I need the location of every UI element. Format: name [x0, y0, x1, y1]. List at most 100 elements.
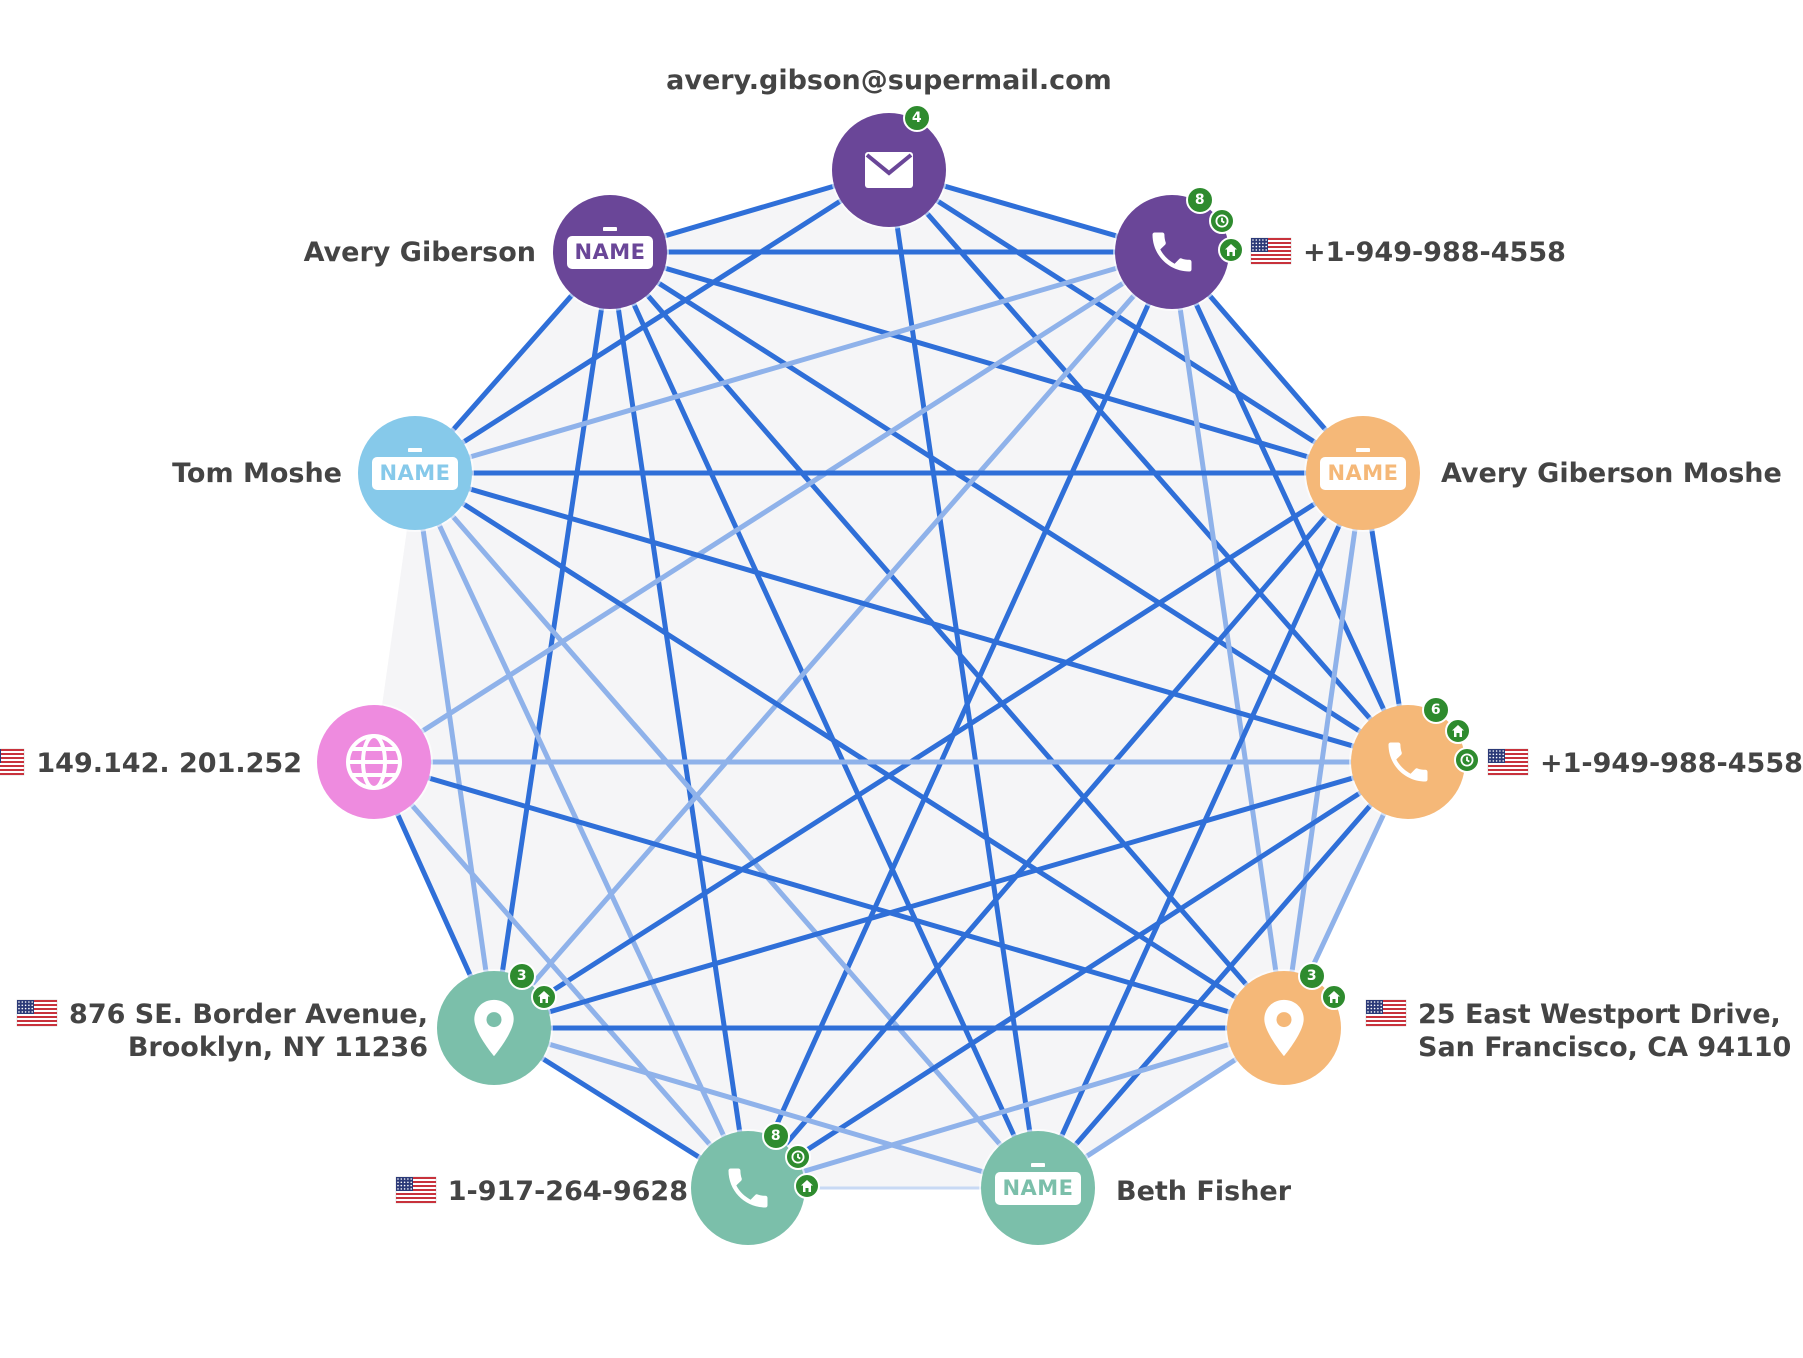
node-name-beth-fisher[interactable]: NAME [981, 1131, 1095, 1245]
home-icon [1217, 236, 1244, 263]
edge-name_agm-addr_sf[interactable] [1281, 470, 1366, 1031]
clock-icon [785, 1143, 812, 1170]
clock-icon [1209, 207, 1236, 234]
edge-email-name_agm[interactable] [886, 167, 1366, 476]
card-tab [1355, 448, 1370, 452]
label-ip-address: 149.142. 201.252 [0, 747, 302, 780]
edge-name_agm-addr_bk[interactable] [491, 470, 1366, 1031]
edge-name_tom-phone3[interactable] [412, 470, 751, 1191]
edge-ip-addr_sf[interactable] [371, 759, 1287, 1031]
edge-phone1-phone2[interactable] [1169, 249, 1411, 765]
phone-icon [1382, 736, 1434, 788]
label-address-sf-line-1: 25 East Westport Drive, [1365, 998, 1791, 1031]
node-name-tom-moshe[interactable]: NAME [358, 416, 472, 530]
label-phone-1: +1-949-988-4558 [1250, 236, 1566, 269]
label-name-avery-giberson-moshe: Avery Giberson Moshe [1441, 457, 1782, 490]
network-background-shape [374, 170, 1408, 1188]
node-name-avery-giberson[interactable]: NAME [553, 195, 667, 309]
edge-phone1-addr_sf[interactable] [1169, 249, 1287, 1031]
us-flag-icon [16, 999, 58, 1026]
edge-name_tom-addr_bk[interactable] [412, 470, 497, 1031]
edge-phone2-phone3[interactable] [745, 759, 1411, 1191]
edge-name_agm-name_beth[interactable] [1035, 470, 1366, 1191]
count-badge: 3 [507, 961, 536, 990]
label-name-avery-giberson-moshe-text: Avery Giberson Moshe [1441, 458, 1782, 489]
name-card-text: NAME [379, 460, 451, 485]
label-name-beth-fisher: Beth Fisher [1116, 1175, 1291, 1208]
label-address-brooklyn: 876 SE. Border Avenue, Brooklyn, NY 1123… [16, 998, 428, 1064]
phone-icon [722, 1162, 774, 1214]
label-phone-2-text: +1-949-988-4558 [1540, 748, 1803, 779]
label-name-avery-giberson: Avery Giberson [304, 236, 536, 269]
edge-name_agm-phone3[interactable] [745, 470, 1366, 1191]
label-phone-3: 1-917-264-9628 [395, 1175, 688, 1208]
label-email: avery.gibson@supermail.com [666, 64, 1112, 97]
node-address-san-francisco[interactable]: 3 [1227, 961, 1348, 1085]
globe-icon [344, 732, 404, 792]
edge-email-phone2[interactable] [886, 167, 1411, 765]
label-phone-1-text: +1-949-988-4558 [1303, 237, 1566, 268]
edge-addr_sf-phone3[interactable] [745, 1025, 1287, 1191]
name-card-icon: NAME [567, 226, 653, 269]
name-card-icon: NAME [995, 1162, 1081, 1205]
label-name-beth-fisher-text: Beth Fisher [1116, 1176, 1292, 1207]
name-card-icon: NAME [372, 447, 458, 490]
edge-phone1-addr_bk[interactable] [491, 249, 1175, 1031]
edge-name_ag-phone2[interactable] [607, 249, 1411, 765]
count-badge: 6 [1421, 695, 1450, 724]
name-card-text: NAME [1327, 460, 1399, 485]
phone-icon [1146, 226, 1198, 278]
label-name-tom-moshe: Tom Moshe [172, 457, 342, 490]
node-phone-2[interactable]: 6 [1351, 695, 1480, 819]
us-flag-icon [395, 1176, 437, 1203]
label-phone-3-text: 1-917-264-9628 [447, 1176, 688, 1207]
count-badge: 8 [1185, 185, 1214, 214]
node-phone-3[interactable]: 8 [691, 1121, 820, 1245]
edge-ip-phone3[interactable] [371, 759, 751, 1191]
label-address-bk-line-1: 876 SE. Border Avenue, [16, 998, 428, 1031]
edge-phone2-name_beth[interactable] [1035, 759, 1411, 1191]
card-tab [1030, 1163, 1045, 1167]
node-ip-address[interactable] [317, 705, 431, 819]
us-flag-icon [0, 748, 25, 775]
edge-name_ag-name_beth[interactable] [607, 249, 1041, 1191]
count-badge: 4 [902, 103, 931, 132]
label-name-avery-giberson-text: Avery Giberson [303, 237, 536, 268]
location-pin-icon [471, 998, 517, 1058]
edge-phone1-name_tom[interactable] [412, 249, 1175, 476]
node-name-avery-giberson-moshe[interactable]: NAME [1306, 416, 1420, 530]
label-ip-address-text: 149.142. 201.252 [36, 748, 302, 779]
name-card-icon: NAME [1320, 447, 1406, 490]
edge-phone2-addr_bk[interactable] [491, 759, 1411, 1031]
count-badge: 8 [761, 1121, 790, 1150]
edge-name_tom-phone2[interactable] [412, 470, 1411, 765]
envelope-icon [864, 151, 914, 189]
home-icon [1321, 983, 1348, 1010]
count-badge: 3 [1297, 961, 1326, 990]
clock-icon [1453, 746, 1480, 773]
node-phone-1[interactable]: 8 [1115, 185, 1244, 309]
edge-name_ag-name_agm[interactable] [607, 249, 1366, 476]
node-address-brooklyn[interactable]: 3 [437, 961, 558, 1085]
edge-phone1-ip[interactable] [371, 249, 1175, 765]
edge-addr_bk-name_beth[interactable] [491, 1025, 1041, 1191]
label-address-san-francisco: 25 East Westport Drive, San Francisco, C… [1365, 998, 1792, 1064]
us-flag-icon [1487, 748, 1529, 775]
label-email-text: avery.gibson@supermail.com [666, 65, 1112, 96]
label-address-bk-line-2: Brooklyn, NY 11236 [127, 1032, 428, 1063]
us-flag-icon [1250, 237, 1292, 264]
home-icon [531, 983, 558, 1010]
name-card-text: NAME [574, 239, 646, 264]
name-card-text: NAME [1002, 1175, 1074, 1200]
us-flag-icon [1365, 999, 1407, 1026]
label-phone-2: +1-949-988-4558 [1487, 747, 1803, 780]
label-name-tom-moshe-text: Tom Moshe [172, 458, 342, 489]
edge-email-name_tom[interactable] [412, 167, 892, 476]
edge-phone1-phone3[interactable] [745, 249, 1175, 1191]
card-tab [407, 448, 422, 452]
label-address-sf-line-2: San Francisco, CA 94110 [1418, 1032, 1792, 1063]
node-email[interactable]: 4 [832, 103, 946, 227]
edge-name_ag-addr_bk[interactable] [491, 249, 613, 1031]
